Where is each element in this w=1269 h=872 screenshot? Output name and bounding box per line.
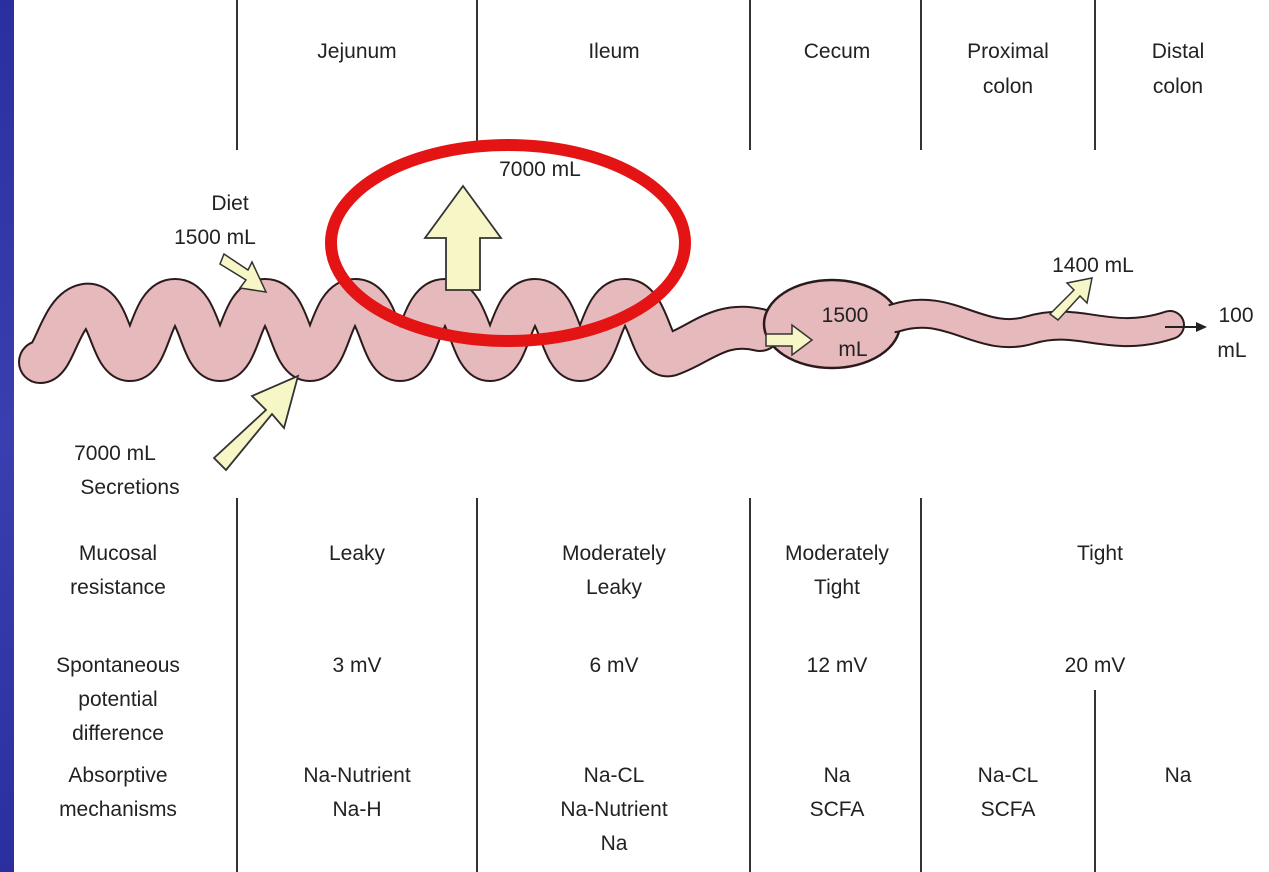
row-label-mucosal: Mucosal xyxy=(79,542,157,565)
row-label-absorptive-2: mechanisms xyxy=(59,798,177,821)
coil-fill xyxy=(40,300,760,362)
diet-volume-label: 1500 mL xyxy=(174,226,256,249)
column-dividers xyxy=(237,0,1095,872)
header-distal-colon-2: colon xyxy=(1153,75,1203,98)
header-proximal-colon-2: colon xyxy=(983,75,1033,98)
mucosal-ileum: Moderately xyxy=(562,542,666,565)
excreted-volume: 100 xyxy=(1218,304,1253,327)
potential-cecum: 12 mV xyxy=(807,654,868,677)
colon-absorbed-label: 1400 mL xyxy=(1052,254,1134,277)
absorptive-proximal-colon-2: SCFA xyxy=(981,798,1036,821)
mucosal-cecum: Moderately xyxy=(785,542,889,565)
slide-border xyxy=(0,0,14,872)
header-cecum: Cecum xyxy=(804,40,871,63)
absorptive-ileum: Na-CL xyxy=(584,764,645,787)
absorptive-cecum-2: SCFA xyxy=(810,798,865,821)
absorptive-jejunum-2: Na-H xyxy=(332,798,381,821)
absorptive-proximal-colon: Na-CL xyxy=(978,764,1039,787)
potential-jejunum: 3 mV xyxy=(332,654,381,677)
colon-entry-unit: mL xyxy=(838,338,867,361)
excreted-unit: mL xyxy=(1217,339,1246,362)
colon-entry-volume: 1500 xyxy=(822,304,869,327)
absorptive-ileum-3: Na xyxy=(601,832,628,855)
secretions-arrow xyxy=(214,376,298,470)
mucosal-cecum-2: Tight xyxy=(814,576,860,599)
mucosal-colon: Tight xyxy=(1077,542,1123,565)
row-label-mucosal-2: resistance xyxy=(70,576,166,599)
row-label-potential-3: difference xyxy=(72,722,164,745)
mucosal-jejunum: Leaky xyxy=(329,542,386,565)
row-label-potential: Spontaneous xyxy=(56,654,180,677)
absorptive-distal-colon: Na xyxy=(1165,764,1192,787)
absorbed-si-label: 7000 mL xyxy=(499,158,581,181)
header-distal-colon: Distal xyxy=(1152,40,1205,63)
potential-ileum: 6 mV xyxy=(589,654,638,677)
intestine-fluid-diagram: Jejunum Ileum Cecum Proximal colon Dista… xyxy=(14,0,1269,872)
absorptive-cecum: Na xyxy=(824,764,851,787)
small-intestine-coil xyxy=(40,300,760,362)
secretions-label: Secretions xyxy=(80,476,179,499)
row-label-absorptive: Absorptive xyxy=(68,764,167,787)
row-label-potential-2: potential xyxy=(78,688,157,711)
exit-arrow-head xyxy=(1196,322,1207,332)
mucosal-ileum-2: Leaky xyxy=(586,576,643,599)
potential-colon: 20 mV xyxy=(1065,654,1126,677)
diet-arrow xyxy=(220,254,266,292)
absorptive-ileum-2: Na-Nutrient xyxy=(560,798,668,821)
absorptive-jejunum: Na-Nutrient xyxy=(303,764,411,787)
absorption-arrow-up xyxy=(425,186,501,290)
secretions-volume-label: 7000 mL xyxy=(74,442,156,465)
header-ileum: Ileum xyxy=(588,40,639,63)
colon-tube xyxy=(895,314,1170,333)
diagram-canvas: Jejunum Ileum Cecum Proximal colon Dista… xyxy=(14,0,1269,872)
diet-label: Diet xyxy=(211,192,249,215)
header-jejunum: Jejunum xyxy=(317,40,396,63)
header-proximal-colon: Proximal xyxy=(967,40,1049,63)
